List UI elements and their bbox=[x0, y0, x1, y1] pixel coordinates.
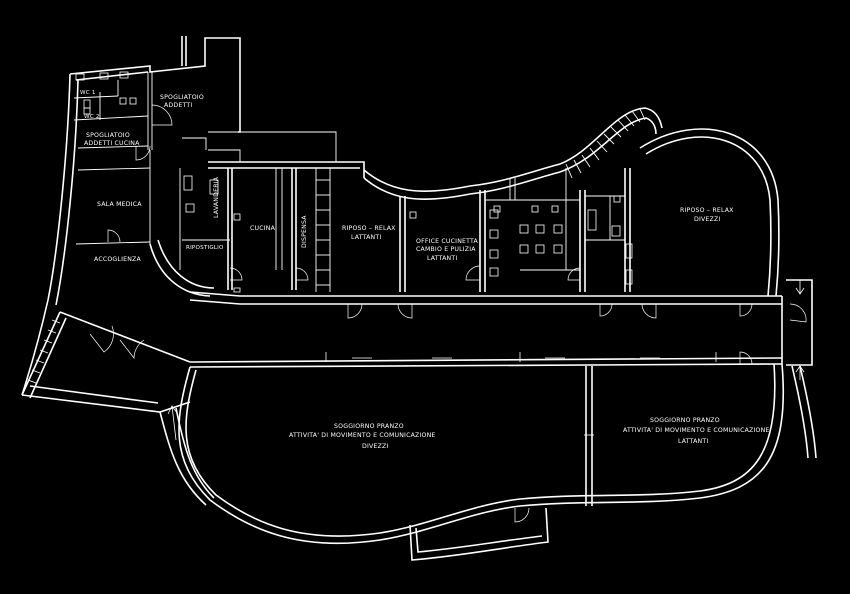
entrance-arrows bbox=[167, 280, 805, 441]
label-spogliatoio-cucina-2: ADDETTI CUCINA bbox=[84, 140, 140, 147]
label-sala-medica: SALA MEDICA bbox=[97, 201, 142, 208]
label-riposo-lattanti-1: RIPOSO – RELAX bbox=[342, 225, 396, 232]
label-soggiorno-lattanti-3: LATTANTI bbox=[678, 438, 708, 445]
door-swings bbox=[89, 104, 807, 523]
label-dispensa: DISPENSA bbox=[301, 215, 308, 248]
label-riposo-divezzi-2: DIVEZZI bbox=[694, 216, 720, 223]
label-soggiorno-divezzi-3: DIVEZZI bbox=[362, 443, 388, 450]
interior-walls bbox=[73, 72, 631, 506]
label-office-3: LATTANTI bbox=[427, 255, 457, 262]
stair-treads bbox=[27, 108, 646, 384]
label-cucina: CUCINA bbox=[250, 225, 276, 232]
label-riposo-divezzi-1: RIPOSO – RELAX bbox=[680, 207, 734, 214]
label-soggiorno-divezzi-1: SOGGIORNO PRANZO bbox=[334, 423, 404, 430]
label-wc1: WC 1 bbox=[80, 90, 96, 96]
label-riposo-lattanti-2: LATTANTI bbox=[351, 234, 381, 241]
label-office-1: OFFICE CUCINETTA bbox=[416, 238, 479, 245]
label-spogliatoio-cucina-1: SPOGLIATOIO bbox=[86, 132, 130, 139]
label-soggiorno-lattanti-1: SOGGIORNO PRANZO bbox=[650, 417, 720, 424]
label-spogliatoio-addetti-1: SPOGLIATOIO bbox=[160, 94, 204, 101]
label-wc2: WC 2 bbox=[84, 114, 100, 120]
room-labels: SPOGLIATOIO ADDETTI WC 1 WC 2 SPOGLIATOI… bbox=[80, 90, 770, 450]
label-lavanderia: LAVANDERIA bbox=[213, 176, 220, 218]
outer-walls bbox=[21, 36, 817, 561]
label-office-2: CAMBIO E PULIZIA bbox=[416, 246, 476, 253]
label-soggiorno-lattanti-2: ATTIVITA' DI MOVIMENTO E COMUNICAZIONE bbox=[623, 427, 770, 434]
partition-markers bbox=[325, 352, 717, 436]
label-ripostiglio: RIPOSTIGLIO bbox=[186, 245, 224, 251]
sanitary-fixtures bbox=[75, 71, 633, 293]
label-soggiorno-divezzi-2: ATTIVITA' DI MOVIMENTO E COMUNICAZIONE bbox=[289, 432, 436, 439]
label-accoglienza: ACCOGLIENZA bbox=[94, 256, 141, 263]
label-spogliatoio-addetti-2: ADDETTI bbox=[164, 102, 192, 109]
